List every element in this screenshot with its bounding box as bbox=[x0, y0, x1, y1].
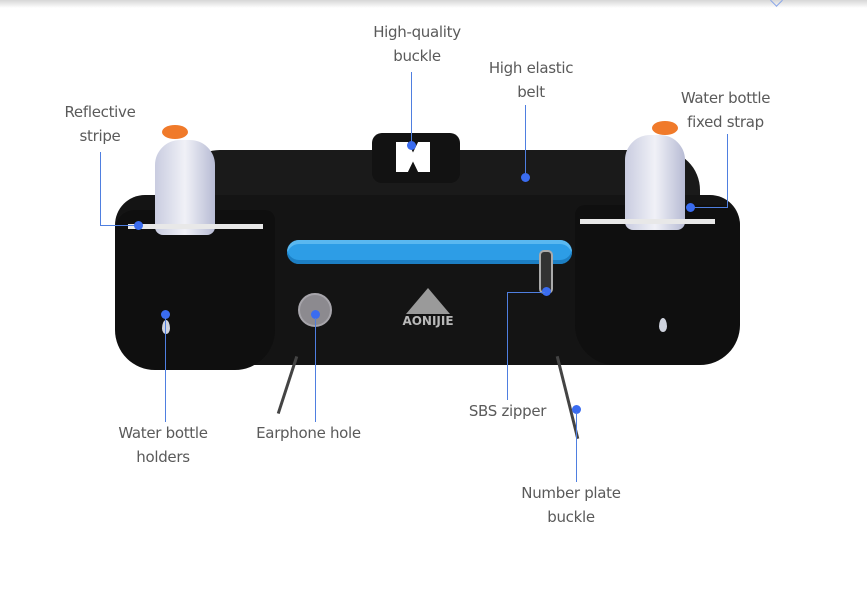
callout-dot bbox=[407, 141, 416, 150]
callout-line1: Water bottle bbox=[118, 424, 208, 442]
callout-line2: buckle bbox=[393, 47, 441, 65]
callout-leader-line bbox=[100, 225, 136, 226]
callout-leader-line bbox=[165, 318, 166, 422]
callout-water-bottle-fixed-strap: Water bottle fixed strap bbox=[668, 86, 783, 134]
callout-leader-line bbox=[100, 152, 101, 226]
callout-dot bbox=[686, 203, 695, 212]
right-droplet-icon bbox=[659, 318, 667, 332]
left-droplet-icon bbox=[162, 320, 170, 334]
callout-line2: holders bbox=[136, 448, 190, 466]
mountain-logo-icon bbox=[406, 288, 450, 314]
callout-line1: Earphone hole bbox=[256, 424, 361, 442]
callout-line2: stripe bbox=[79, 127, 121, 145]
callout-line2: fixed strap bbox=[687, 113, 764, 131]
top-shadow bbox=[0, 0, 867, 8]
callout-line2: buckle bbox=[547, 508, 595, 526]
callout-sbs-zipper: SBS zipper bbox=[460, 399, 555, 423]
callout-dot bbox=[134, 221, 143, 230]
callout-dot bbox=[572, 405, 581, 414]
callout-reflective-stripe: Reflective stripe bbox=[50, 100, 150, 148]
callout-leader-line bbox=[576, 412, 577, 482]
callout-high-elastic-belt: High elastic belt bbox=[476, 56, 586, 104]
right-water-bottle bbox=[625, 135, 685, 230]
right-bottle-cap bbox=[652, 121, 678, 135]
callout-leader-line bbox=[507, 292, 508, 400]
callout-dot bbox=[521, 173, 530, 182]
callout-water-bottle-holders: Water bottle holders bbox=[108, 421, 218, 469]
sbs-zipper-track bbox=[287, 240, 572, 264]
callout-leader-line bbox=[525, 105, 526, 177]
callout-high-quality-buckle: High-quality buckle bbox=[362, 20, 472, 68]
callout-line2: belt bbox=[517, 83, 545, 101]
callout-number-plate-buckle: Number plate buckle bbox=[511, 481, 631, 529]
callout-dot bbox=[161, 310, 170, 319]
callout-dot bbox=[542, 287, 551, 296]
brand-logo: AONIJIE bbox=[392, 288, 464, 340]
callout-leader-line bbox=[727, 134, 728, 208]
callout-line1: High elastic bbox=[488, 59, 574, 77]
right-bottle-holder bbox=[575, 205, 740, 365]
callout-line1: SBS zipper bbox=[468, 402, 547, 420]
left-bottle-cap bbox=[162, 125, 188, 139]
callout-leader-line bbox=[507, 292, 545, 293]
callout-leader-line bbox=[411, 72, 412, 144]
left-water-bottle bbox=[155, 140, 215, 235]
callout-line1: Number plate bbox=[521, 484, 621, 502]
brand-logo-text: AONIJIE bbox=[402, 314, 454, 328]
callout-earphone-hole: Earphone hole bbox=[246, 421, 371, 445]
callout-line1: High-quality bbox=[373, 23, 461, 41]
left-reflective-stripe bbox=[128, 224, 263, 229]
left-bottle-holder bbox=[115, 210, 275, 370]
callout-leader-line bbox=[315, 318, 316, 422]
right-reflective-stripe bbox=[580, 219, 715, 224]
callout-line1: Reflective bbox=[64, 103, 136, 121]
callout-line1: Water bottle bbox=[680, 89, 771, 107]
callout-leader-line bbox=[692, 207, 728, 208]
callout-dot bbox=[311, 310, 320, 319]
